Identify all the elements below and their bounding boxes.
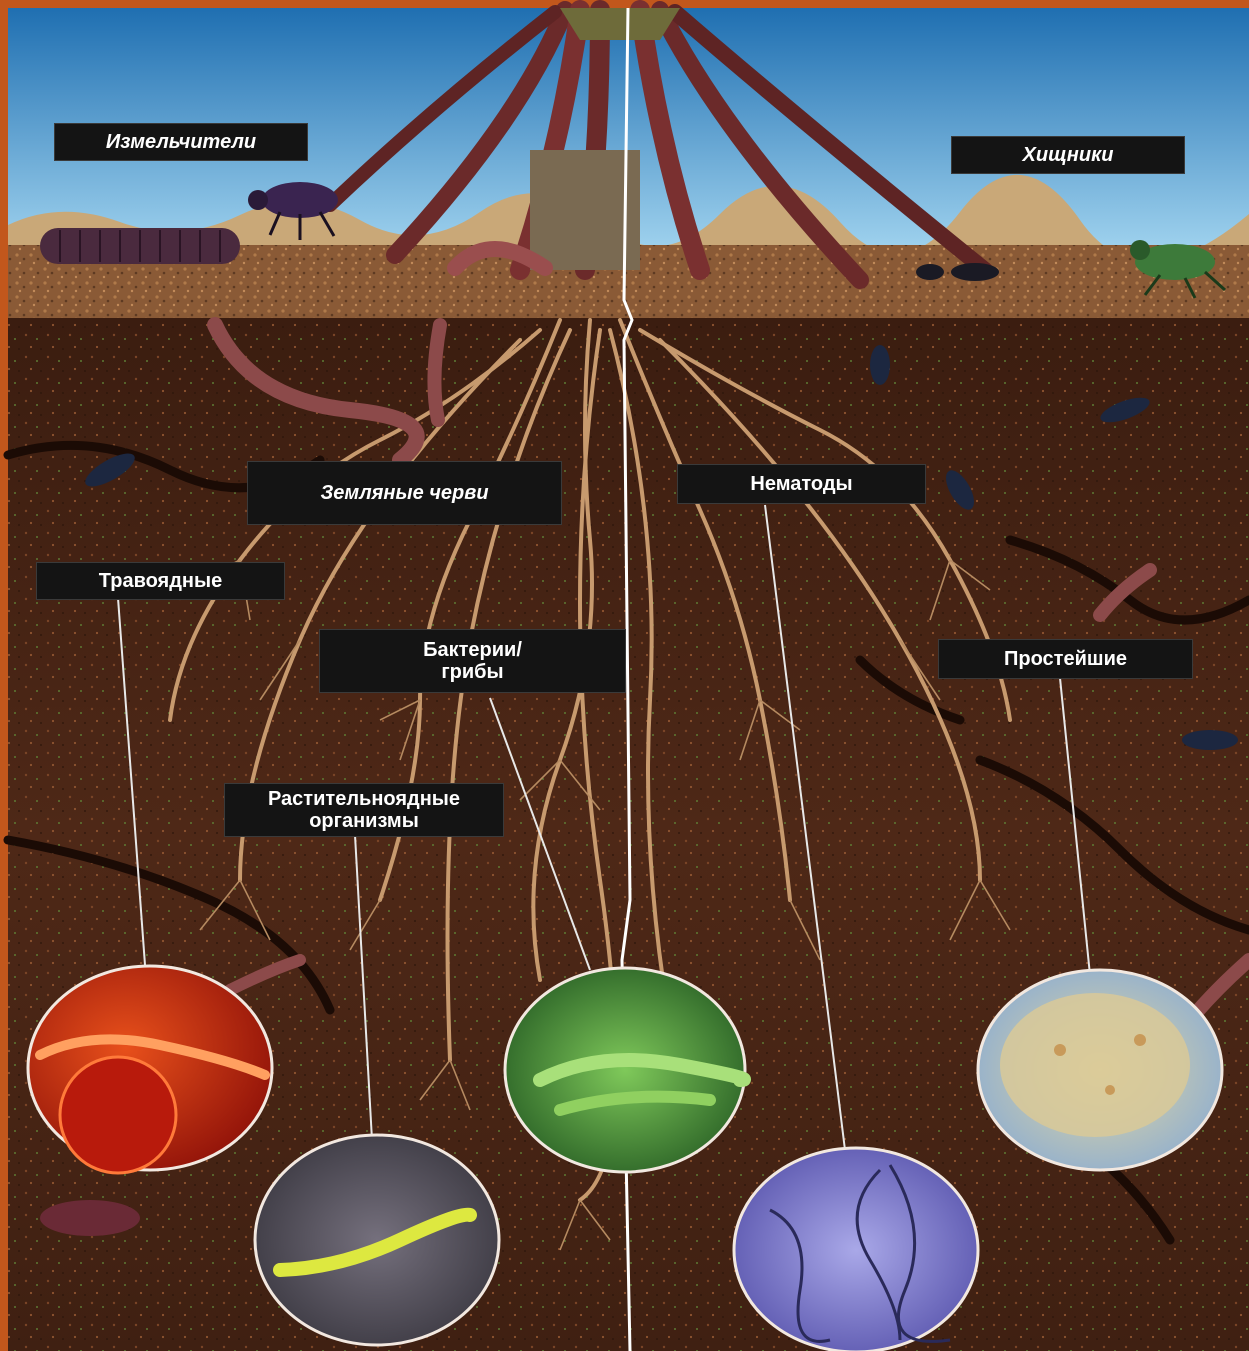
label-protozoa: Простейшие — [939, 640, 1192, 678]
protozoa-inset — [978, 970, 1222, 1170]
plant-feeding-inset — [255, 1135, 499, 1345]
soil-grub — [40, 1200, 140, 1236]
label-earthworms: Земляные черви — [248, 462, 561, 524]
label-herbivores: Травоядные — [37, 563, 284, 599]
label-shredders: Измельчители — [55, 124, 307, 160]
label-plant-feeding: Растительноядные организмы — [225, 784, 503, 836]
nematodes-inset — [734, 1148, 978, 1351]
herbivore-inset — [28, 966, 272, 1173]
label-predators: Хищники — [952, 137, 1184, 173]
bacteria-fungi-inset — [505, 968, 745, 1172]
label-bacteria-fungi: Бактерии/ грибы — [320, 630, 625, 692]
label-nematodes: Нематоды — [678, 465, 925, 503]
millipede — [40, 228, 240, 264]
